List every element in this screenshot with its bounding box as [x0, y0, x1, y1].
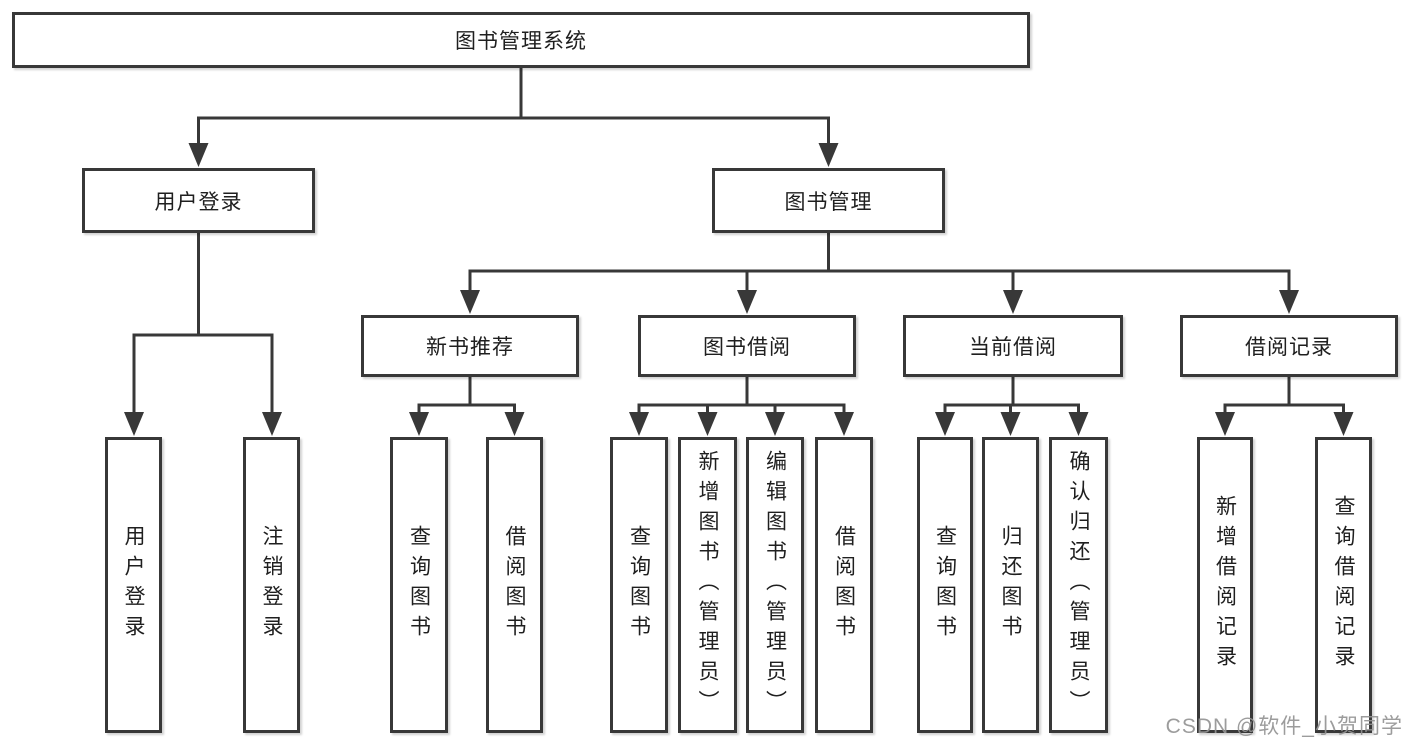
node-borrow-records: 借阅记录	[1180, 315, 1398, 377]
leaf-recommend-query-books: 查询图书	[390, 437, 448, 733]
leaf-recommend-borrow-books: 借阅图书	[486, 437, 543, 733]
node-user-login: 用户登录	[82, 168, 315, 233]
leaf-borrow-borrow-books: 借阅图书	[815, 437, 873, 733]
node-book-borrow: 图书借阅	[638, 315, 856, 377]
node-current-borrow: 当前借阅	[903, 315, 1123, 377]
csdn-watermark: CSDN @软件_小贺同学	[1165, 715, 1403, 738]
leaf-records-add-record: 新增借阅记录	[1197, 437, 1253, 733]
node-book-management: 图书管理	[712, 168, 945, 233]
leaf-current-return-books: 归还图书	[982, 437, 1039, 733]
leaf-borrow-edit-books-admin: 编辑图书（管理员）	[746, 437, 804, 733]
leaf-logout: 注销登录	[243, 437, 300, 733]
leaf-records-query-record: 查询借阅记录	[1315, 437, 1372, 733]
leaf-borrow-query-books: 查询图书	[610, 437, 668, 733]
leaf-user-login: 用户登录	[105, 437, 162, 733]
leaf-current-query-books: 查询图书	[917, 437, 973, 733]
node-new-book-recommend: 新书推荐	[361, 315, 579, 377]
arrowhead-icons	[124, 143, 1354, 436]
leaf-current-confirm-return-admin: 确认归还（管理员）	[1049, 437, 1108, 733]
leaf-borrow-add-books-admin: 新增图书（管理员）	[678, 437, 737, 733]
node-root: 图书管理系统	[12, 12, 1030, 68]
